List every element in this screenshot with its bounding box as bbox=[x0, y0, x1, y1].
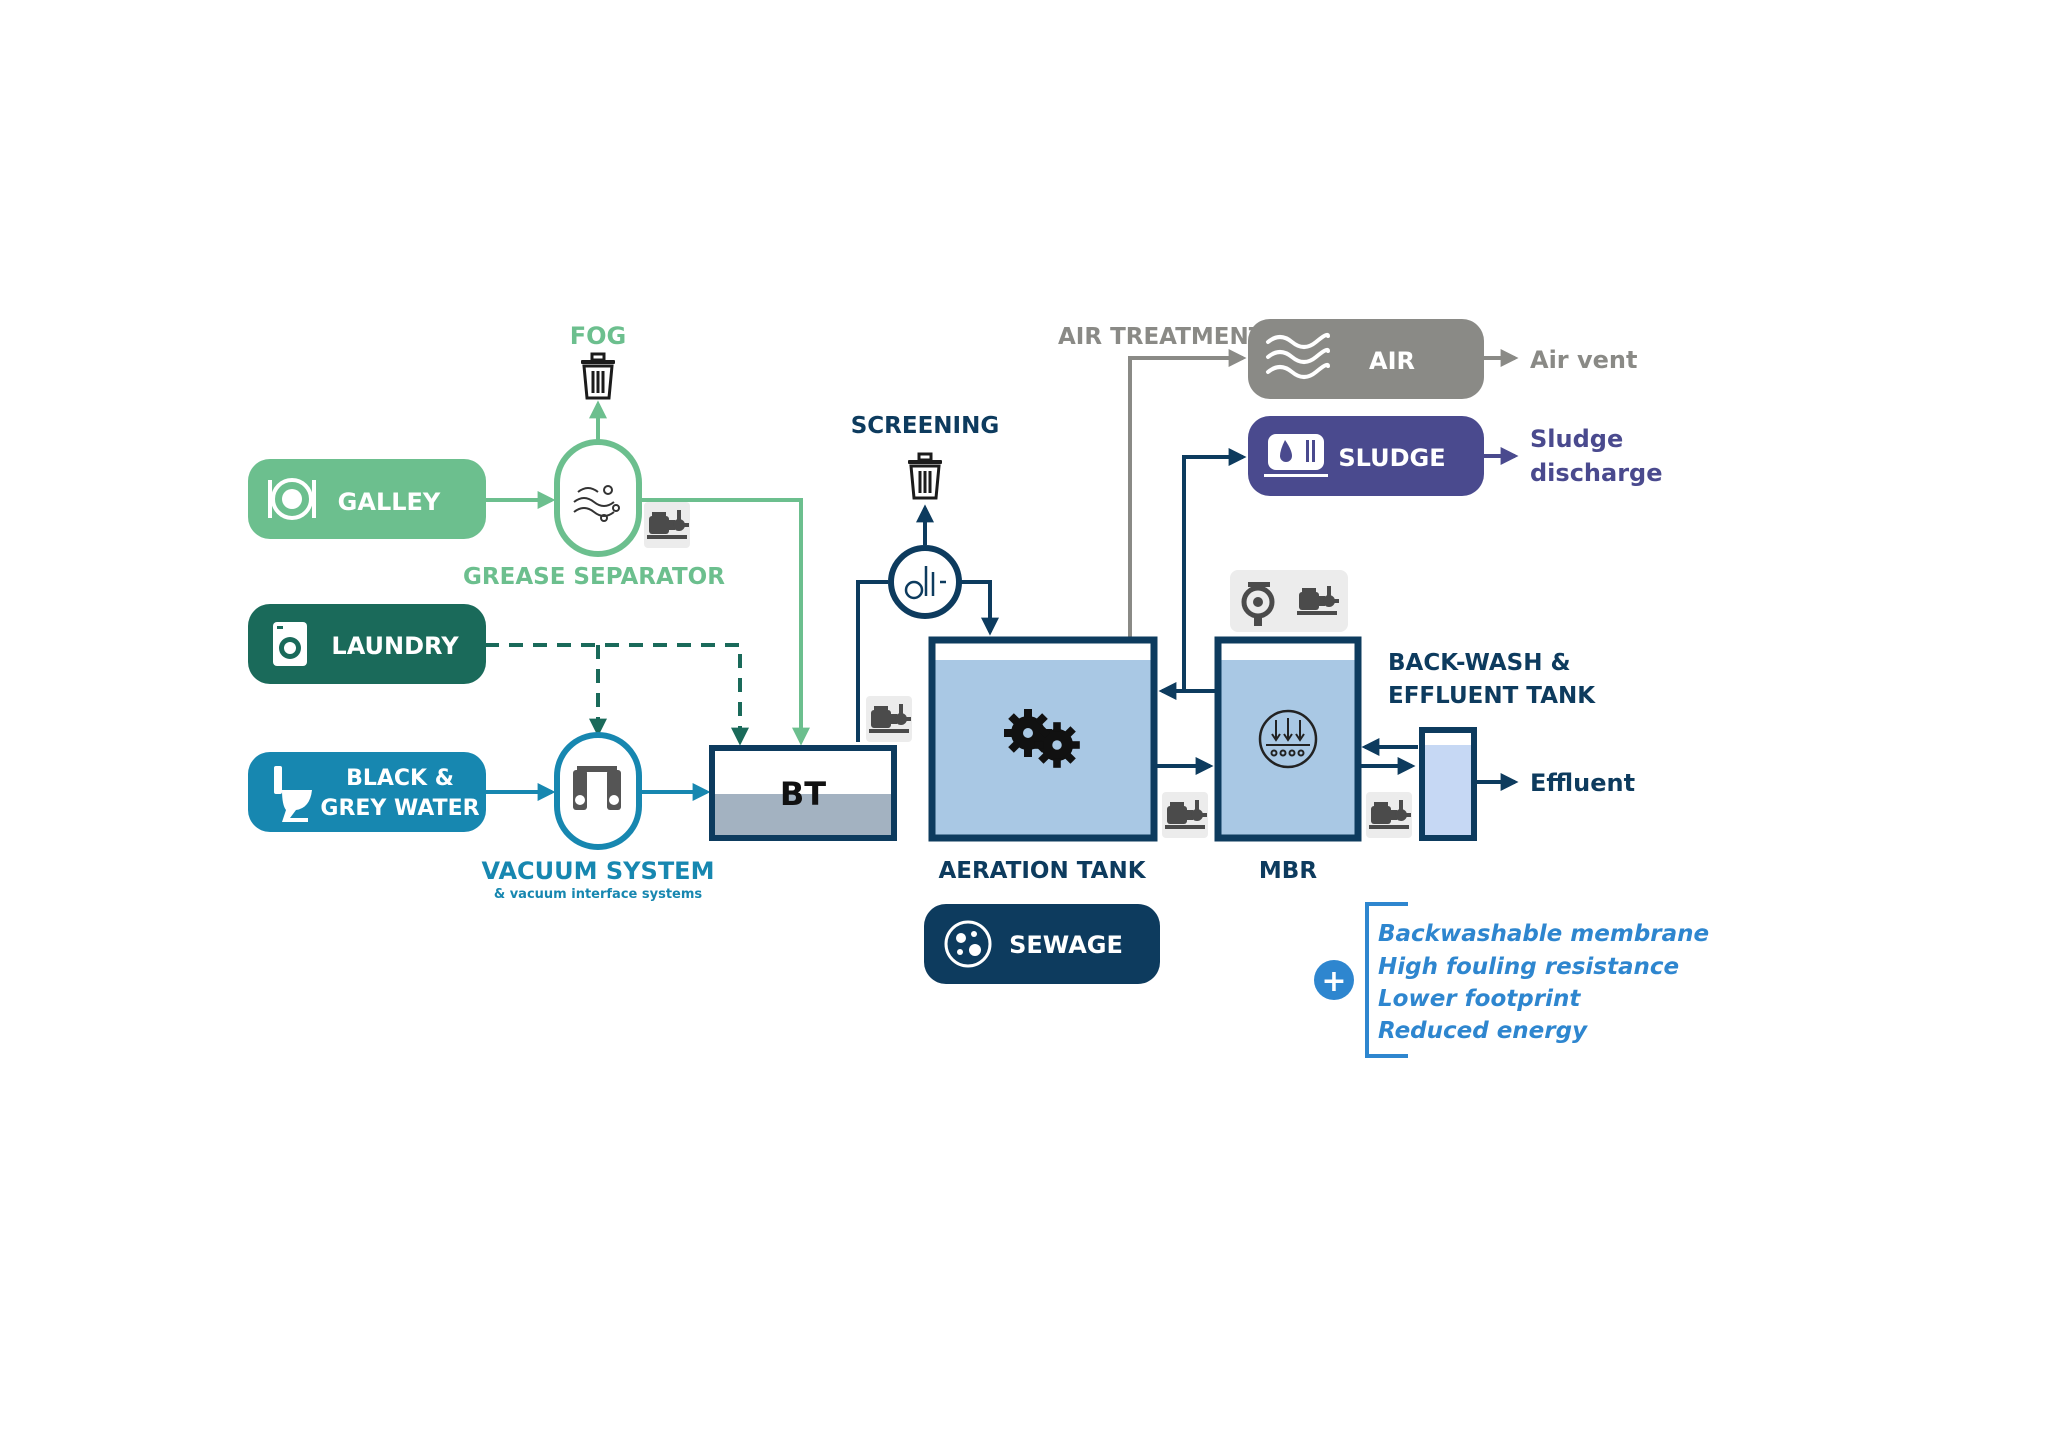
bt-tank[interactable]: BT bbox=[709, 745, 897, 841]
screening-unit[interactable] bbox=[888, 545, 962, 619]
vacuum-pump-icon bbox=[573, 766, 621, 810]
plus-icon: + bbox=[1314, 960, 1354, 1000]
grease-separator[interactable] bbox=[554, 439, 642, 557]
air-output[interactable]: AIR bbox=[1248, 319, 1484, 399]
plate-icon bbox=[268, 478, 316, 520]
galley-label: GALLEY bbox=[338, 488, 441, 516]
pump-icon bbox=[644, 502, 690, 548]
plus-symbol: + bbox=[1321, 964, 1346, 999]
bt-label: BT bbox=[780, 775, 826, 813]
black-grey-water-source[interactable]: BLACK & GREY WATER bbox=[248, 752, 486, 832]
flow-aeration-to-air bbox=[1128, 349, 1247, 638]
sludge-label: SLUDGE bbox=[1338, 444, 1445, 472]
galley-source[interactable]: GALLEY bbox=[248, 459, 486, 539]
laundry-label: LAUNDRY bbox=[331, 632, 459, 660]
blower-icon bbox=[1241, 582, 1275, 626]
benefit-item: Reduced energy bbox=[1378, 1018, 1588, 1044]
trash-icon bbox=[579, 352, 617, 400]
fog-label: FOG bbox=[570, 322, 627, 350]
air-vent-label: Air vent bbox=[1530, 346, 1637, 374]
flow-mbr-to-sludge bbox=[1182, 448, 1247, 691]
benefits-callout: + Backwashable membrane High fouling res… bbox=[1314, 902, 1709, 1058]
aeration-tank[interactable] bbox=[928, 636, 1158, 842]
black-grey-label-line1: BLACK & bbox=[346, 766, 454, 791]
mbr-pumps bbox=[1230, 570, 1348, 632]
toilet-icon bbox=[274, 766, 312, 822]
effluent-label: Effluent bbox=[1530, 769, 1635, 797]
backwash-effluent-tank[interactable] bbox=[1419, 727, 1477, 841]
flow-screening-to-aeration bbox=[956, 580, 999, 636]
vacuum-system-sublabel: & vacuum interface systems bbox=[494, 887, 703, 902]
mbr-label: MBR bbox=[1259, 858, 1317, 884]
vacuum-system-label: VACUUM SYSTEM bbox=[482, 857, 715, 885]
laundry-source[interactable]: LAUNDRY bbox=[248, 604, 486, 684]
benefit-item: Backwashable membrane bbox=[1378, 921, 1709, 947]
bacteria-icon bbox=[944, 920, 992, 968]
air-label: AIR bbox=[1369, 347, 1415, 375]
waves-icon bbox=[1266, 332, 1330, 379]
benefits-bracket bbox=[1365, 902, 1408, 1058]
backwash-label-line2: EFFLUENT TANK bbox=[1388, 683, 1596, 709]
grease-icon bbox=[573, 485, 620, 522]
vacuum-system[interactable] bbox=[554, 732, 642, 850]
trash-icon bbox=[906, 452, 944, 500]
backwash-label-line1: BACK-WASH & bbox=[1388, 650, 1571, 676]
membrane-icon bbox=[1258, 709, 1318, 769]
aeration-tank-label: AERATION TANK bbox=[938, 858, 1146, 884]
air-treatment-label: AIR TREATMENT bbox=[1058, 324, 1265, 350]
mbr-tank[interactable] bbox=[1214, 636, 1362, 842]
sludge-output[interactable]: SLUDGE bbox=[1248, 416, 1484, 496]
sludge-discharge-line1: Sludge bbox=[1530, 425, 1623, 453]
pump-icon bbox=[1366, 792, 1412, 838]
benefit-item: High fouling resistance bbox=[1378, 954, 1679, 980]
flow-bt-to-screening bbox=[856, 580, 888, 742]
grease-separator-label: GREASE SEPARATOR bbox=[463, 564, 725, 590]
black-grey-label-line2: GREY WATER bbox=[320, 796, 479, 821]
sewage-badge[interactable]: SEWAGE bbox=[924, 904, 1160, 984]
sewage-label: SEWAGE bbox=[1009, 931, 1123, 959]
pump-icon bbox=[1162, 792, 1208, 838]
pump-icon bbox=[866, 696, 912, 742]
benefit-item: Lower footprint bbox=[1378, 986, 1581, 1012]
sludge-tank-icon bbox=[1264, 434, 1328, 477]
sludge-discharge-line2: discharge bbox=[1530, 459, 1663, 487]
flow-laundry-to-bt bbox=[485, 643, 749, 746]
pump-icon bbox=[1294, 578, 1340, 624]
screening-label: SCREENING bbox=[851, 413, 1000, 439]
washing-machine-icon bbox=[273, 622, 307, 666]
flow-grease-to-bt bbox=[638, 498, 810, 746]
screen-filter-icon bbox=[904, 566, 946, 600]
